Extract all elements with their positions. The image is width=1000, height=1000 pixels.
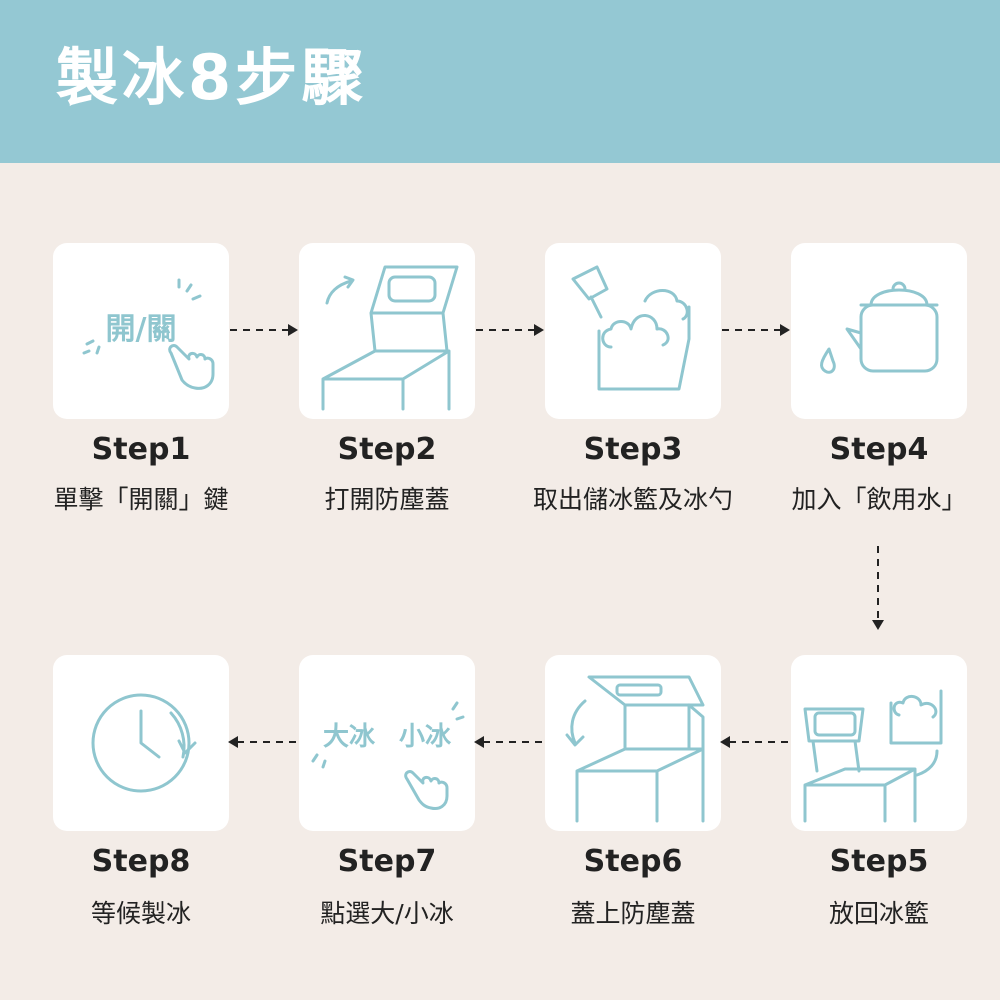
clock-icon bbox=[91, 693, 197, 793]
arrowhead-icon bbox=[474, 736, 484, 748]
step-8-desc: 等候製冰 bbox=[90, 899, 191, 928]
arrowhead-icon bbox=[228, 736, 238, 748]
step-5-card bbox=[791, 655, 967, 831]
step-2-label: Step2 bbox=[337, 432, 437, 467]
arrowhead-icon bbox=[288, 324, 298, 336]
hand-press-icon: 大冰 小冰 bbox=[311, 701, 465, 810]
step-7-desc: 點選大/小冰 bbox=[320, 899, 454, 928]
step-2-card bbox=[299, 243, 475, 419]
step-5-label: Step5 bbox=[829, 844, 929, 879]
step-3-label: Step3 bbox=[583, 432, 683, 467]
open-lid-icon bbox=[321, 265, 459, 411]
header-banner: 製冰8步驟 bbox=[0, 0, 1000, 163]
step-7-label: Step7 bbox=[337, 844, 437, 879]
step-6-card bbox=[545, 655, 721, 831]
step-1-card: 開/關 bbox=[53, 243, 229, 419]
step-1-desc: 單擊「開關」鍵 bbox=[53, 485, 229, 514]
svg-text:開/關: 開/關 bbox=[106, 312, 177, 347]
arrowhead-icon bbox=[872, 620, 884, 630]
step-5-desc: 放回冰籃 bbox=[828, 899, 929, 928]
ice-basket-scoop-icon bbox=[571, 265, 691, 391]
hand-press-icon: 開/關 bbox=[82, 278, 215, 390]
step-4-label: Step4 bbox=[829, 432, 929, 467]
return-basket-icon bbox=[803, 689, 943, 823]
step-6-label: Step6 bbox=[583, 844, 683, 879]
svg-text:大冰: 大冰 bbox=[323, 722, 376, 752]
page-title: 製冰8步驟 bbox=[56, 41, 368, 114]
step-4-card bbox=[791, 243, 967, 419]
kettle-icon bbox=[820, 281, 939, 374]
step-8-label: Step8 bbox=[91, 844, 191, 879]
step-3-card bbox=[545, 243, 721, 419]
step-4-desc: 加入「飲用水」 bbox=[791, 485, 967, 514]
step-7-card: 大冰 小冰 bbox=[299, 655, 475, 831]
arrowhead-icon bbox=[780, 324, 790, 336]
arrowhead-icon bbox=[534, 324, 544, 336]
step-1-label: Step1 bbox=[91, 432, 191, 467]
step-6-desc: 蓋上防塵蓋 bbox=[570, 899, 696, 928]
close-lid-icon bbox=[565, 675, 705, 823]
step-2-desc: 打開防塵蓋 bbox=[324, 485, 450, 514]
arrowhead-icon bbox=[720, 736, 730, 748]
step-8-card bbox=[53, 655, 229, 831]
svg-text:小冰: 小冰 bbox=[399, 722, 452, 752]
step-3-desc: 取出儲冰籃及冰勺 bbox=[532, 485, 733, 514]
